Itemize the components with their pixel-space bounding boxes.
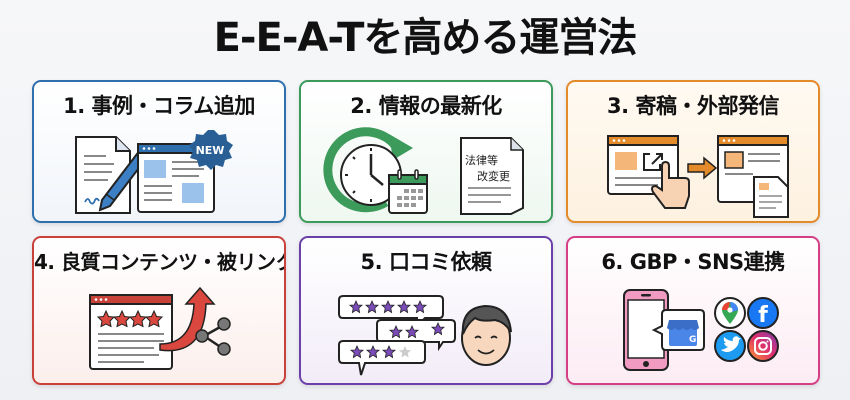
share-icon xyxy=(195,317,231,356)
new-badge-text: NEW xyxy=(196,144,225,157)
page-title: E-E-A-Tを高める運営法 xyxy=(213,15,638,61)
smiling-person-icon xyxy=(461,304,512,366)
card-title: 5. 口コミ依頼 xyxy=(360,250,492,274)
card-title: 2. 情報の最新化 xyxy=(350,94,502,118)
instagram-icon xyxy=(747,330,779,362)
card-title: 6. GBP・SNS連携 xyxy=(601,250,785,274)
twitter-icon xyxy=(714,330,746,362)
doc-text-line2: 改変更 xyxy=(477,169,510,183)
browser-star-rating-icon xyxy=(89,294,173,370)
browser-document-icon xyxy=(717,135,789,218)
google-business-profile-icon: G xyxy=(651,309,705,351)
card-title: 3. 寄稿・外部発信 xyxy=(607,94,779,118)
browser-external-link-icon xyxy=(607,135,679,195)
card-title: 1. 事例・コラム追加 xyxy=(63,94,255,118)
smartphone-icon xyxy=(623,289,669,371)
facebook-icon: f xyxy=(747,297,779,329)
hand-pointer-icon xyxy=(651,160,690,209)
new-badge-icon: NEW xyxy=(189,130,233,170)
card-update-info: 2. 情報の最新化 xyxy=(299,80,553,223)
clock-refresh-icon xyxy=(323,127,413,213)
arrow-right-icon xyxy=(687,156,718,180)
card-external-posting: 3. 寄稿・外部発信 xyxy=(566,80,820,223)
doc-text-line1: 法律等 xyxy=(465,153,498,167)
curved-arrow-up-icon xyxy=(159,286,216,352)
google-maps-icon xyxy=(714,297,746,329)
facebook-letter: f xyxy=(758,303,768,328)
card-title: 4. 良質コンテンツ・被リンク xyxy=(34,250,286,274)
review-bubbles-icon xyxy=(338,295,456,376)
card-review-request: 5. 口コミ依頼 xyxy=(299,236,553,385)
calendar-icon xyxy=(388,169,428,214)
document-pen-icon xyxy=(75,136,150,214)
card-case-studies: 1. 事例・コラム追加 NEW xyxy=(32,80,286,223)
card-gbp-sns: 6. GBP・SNS連携 G f xyxy=(566,236,820,385)
card-quality-content: 4. 良質コンテンツ・被リンク xyxy=(32,236,286,385)
law-document-icon: 法律等 改変更 xyxy=(460,137,524,215)
gbp-letter: G xyxy=(689,335,696,345)
browser-article-icon xyxy=(137,143,215,213)
